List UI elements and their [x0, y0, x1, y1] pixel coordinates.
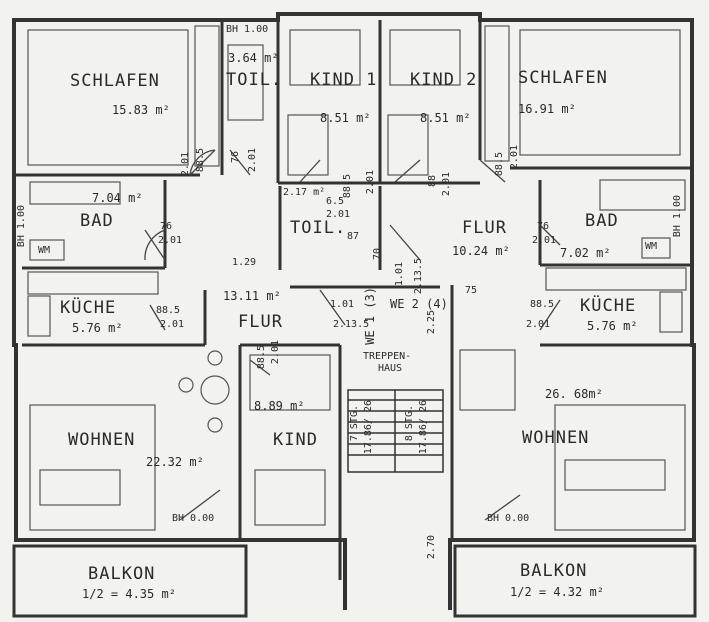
room-area-schlafen-left: 15.83 m²	[112, 103, 170, 117]
room-bh-bad-left: BH 1.00	[16, 205, 27, 248]
room-label-toil-middle: TOIL.	[290, 218, 347, 238]
room-label-schlafen-right: SCHLAFEN	[518, 68, 608, 88]
dim-label: 76	[230, 151, 241, 164]
door-swings	[144, 149, 561, 521]
exterior-walls	[12, 12, 696, 610]
room-label-wohnen-right: WOHNEN	[522, 428, 590, 448]
room-area-kind-2: 8.51 m²	[420, 111, 471, 125]
room-area-schlafen-right: 16.91 m²	[518, 102, 576, 116]
room-label-kind-1: KIND 1	[310, 70, 378, 90]
room-label-balkon-left: BALKON	[88, 564, 156, 584]
room-area-flur-left: 13.11 m²	[223, 289, 281, 303]
room-area-kind-3: 8.89 m²	[254, 399, 305, 413]
dim-label: 76	[537, 221, 550, 232]
room-area-wohnen-right: 26. 68m²	[545, 387, 603, 401]
room-area-balkon-left: 1/2 = 4.35 m²	[82, 587, 176, 601]
room-label-balkon-right: BALKON	[520, 561, 588, 581]
wm-label-right: WM	[645, 241, 658, 252]
dim-label: 2.01	[326, 209, 351, 220]
stair-note-3: 8 STG.	[404, 405, 415, 442]
dim-label: 1.01	[330, 299, 355, 310]
dim-label: 88.5	[342, 174, 353, 199]
room-bh-toil-left: BH 1.00	[226, 24, 269, 35]
room-label-bad-right: BAD	[585, 211, 619, 231]
room-label-kind-3: KIND	[273, 430, 318, 450]
stair-note-1: 7 STG.	[349, 405, 360, 442]
dim-label: 2.01	[532, 235, 557, 246]
room-area-flur-right: 10.24 m²	[452, 244, 510, 258]
room-label-flur-right: FLUR	[462, 218, 507, 238]
stair-note-2: 17.86/ 26	[363, 400, 374, 455]
dim-label: 2.01	[526, 319, 551, 330]
entry-label-we2: WE 2 (4)	[390, 297, 448, 311]
room-area-wohnen-left: 22.32 m²	[146, 455, 204, 469]
room-label-toil-left: TOIL.	[226, 70, 283, 90]
interior-walls	[14, 20, 692, 580]
dim-label: 2.01	[180, 152, 191, 177]
room-area-toil-left: 3.64 m²	[228, 51, 279, 65]
room-area-bad-right: 7.02 m²	[560, 246, 611, 260]
balconies	[12, 544, 697, 618]
entry-label-we1: WE 1 (3)	[363, 287, 377, 345]
dim-label: 88.5	[494, 152, 505, 177]
room-area-kind-1: 8.51 m²	[320, 111, 371, 125]
dim-label: 2.25	[426, 310, 437, 335]
dim-label: 2.13.5	[413, 258, 424, 295]
dim-label: 88.5	[530, 299, 555, 310]
stair-note-4: 17.86/ 26	[418, 400, 429, 455]
room-area-kueche-left: 5.76 m²	[72, 321, 123, 335]
furniture	[27, 25, 687, 531]
dim-label: 88	[427, 175, 438, 188]
room-label-kind-2: KIND 2	[410, 70, 478, 90]
dim-label: 2.01	[270, 340, 281, 365]
room-label-schlafen-left: SCHLAFEN	[70, 71, 160, 91]
dim-label: 88.5	[256, 345, 267, 370]
dim-label: 2.01	[509, 145, 520, 170]
wm-label-left: WM	[38, 245, 51, 256]
stairwell-label-1: TREPPEN-	[363, 351, 412, 362]
stairwell-label-2: HAUS	[378, 363, 403, 374]
dim-label: 1.01	[394, 262, 405, 287]
dim-label: 1.29	[232, 257, 257, 268]
dim-label: 2.70	[426, 535, 437, 560]
room-area-kueche-right: 5.76 m²	[587, 319, 638, 333]
dim-label: 2.01	[160, 319, 185, 330]
dim-label: 2.01	[365, 170, 376, 195]
room-label-kueche-left: KÜCHE	[60, 298, 117, 318]
dim-label: 2.01	[158, 235, 183, 246]
stairs	[347, 389, 444, 473]
room-bh-wohnen-right: BH 0.00	[487, 513, 530, 524]
room-label-kueche-right: KÜCHE	[580, 296, 637, 316]
room-area-toil-middle: 2.17 m²	[283, 187, 326, 198]
room-label-flur-left: FLUR	[238, 312, 283, 332]
room-label-wohnen-left: WOHNEN	[68, 430, 136, 450]
dim-label: 2.01	[247, 148, 258, 173]
room-bh-bad-right: BH 1.00	[672, 195, 683, 238]
dim-label: 6.5	[326, 196, 345, 207]
dim-label: 87	[347, 231, 360, 242]
dim-label: 2.01	[441, 172, 452, 197]
dim-label: 2.13.5	[333, 319, 370, 330]
room-area-bad-left: 7.04 m²	[92, 191, 143, 205]
dim-label: 88.5	[156, 305, 181, 316]
dim-label: 76	[160, 221, 173, 232]
room-area-balkon-right: 1/2 = 4.32 m²	[510, 585, 604, 599]
room-bh-wohnen-left: BH 0.00	[172, 513, 215, 524]
room-label-bad-left: BAD	[80, 211, 114, 231]
dim-label: 70	[372, 248, 383, 261]
dim-label: 88.5	[195, 148, 206, 173]
dim-label: 75	[465, 285, 478, 296]
